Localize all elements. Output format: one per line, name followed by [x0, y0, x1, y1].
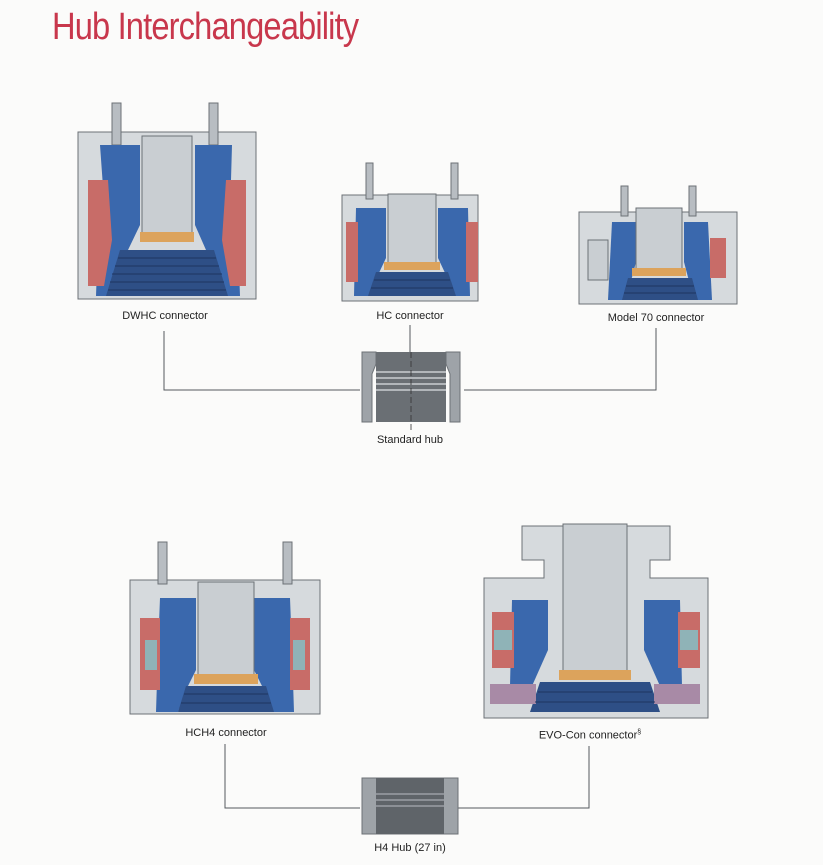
connector-lines-bottom [224, 744, 590, 809]
evocon-connector-label: EVO-Con connector§ [538, 729, 642, 742]
h4-hub-drawing [361, 777, 459, 835]
connector-lines-top [163, 325, 657, 391]
hch4-connector-drawing [129, 541, 321, 715]
model70-connector-label: Model 70 connector [607, 312, 705, 324]
hc-connector-drawing [341, 162, 479, 302]
section-mark: § [637, 729, 642, 736]
dwhc-connector-drawing [77, 102, 257, 300]
standard-hub-drawing [361, 351, 461, 430]
dwhc-connector-label: DWHC connector [122, 310, 208, 322]
page-title: Hub Interchangeability [52, 6, 359, 48]
h4-hub-label: H4 Hub (27 in) [374, 842, 446, 854]
hch4-connector-label: HCH4 connector [185, 727, 267, 739]
hc-connector-label: HC connector [376, 310, 444, 322]
model70-connector-drawing [578, 185, 738, 305]
link-hch4-to-h4-hub [224, 744, 360, 809]
standard-hub-label: Standard hub [376, 434, 444, 446]
link-evocon-to-h4-hub [458, 746, 590, 809]
evocon-connector-drawing [483, 523, 709, 719]
link-model70-to-standard-hub [464, 328, 657, 391]
link-dwhc-to-standard-hub [163, 331, 360, 391]
